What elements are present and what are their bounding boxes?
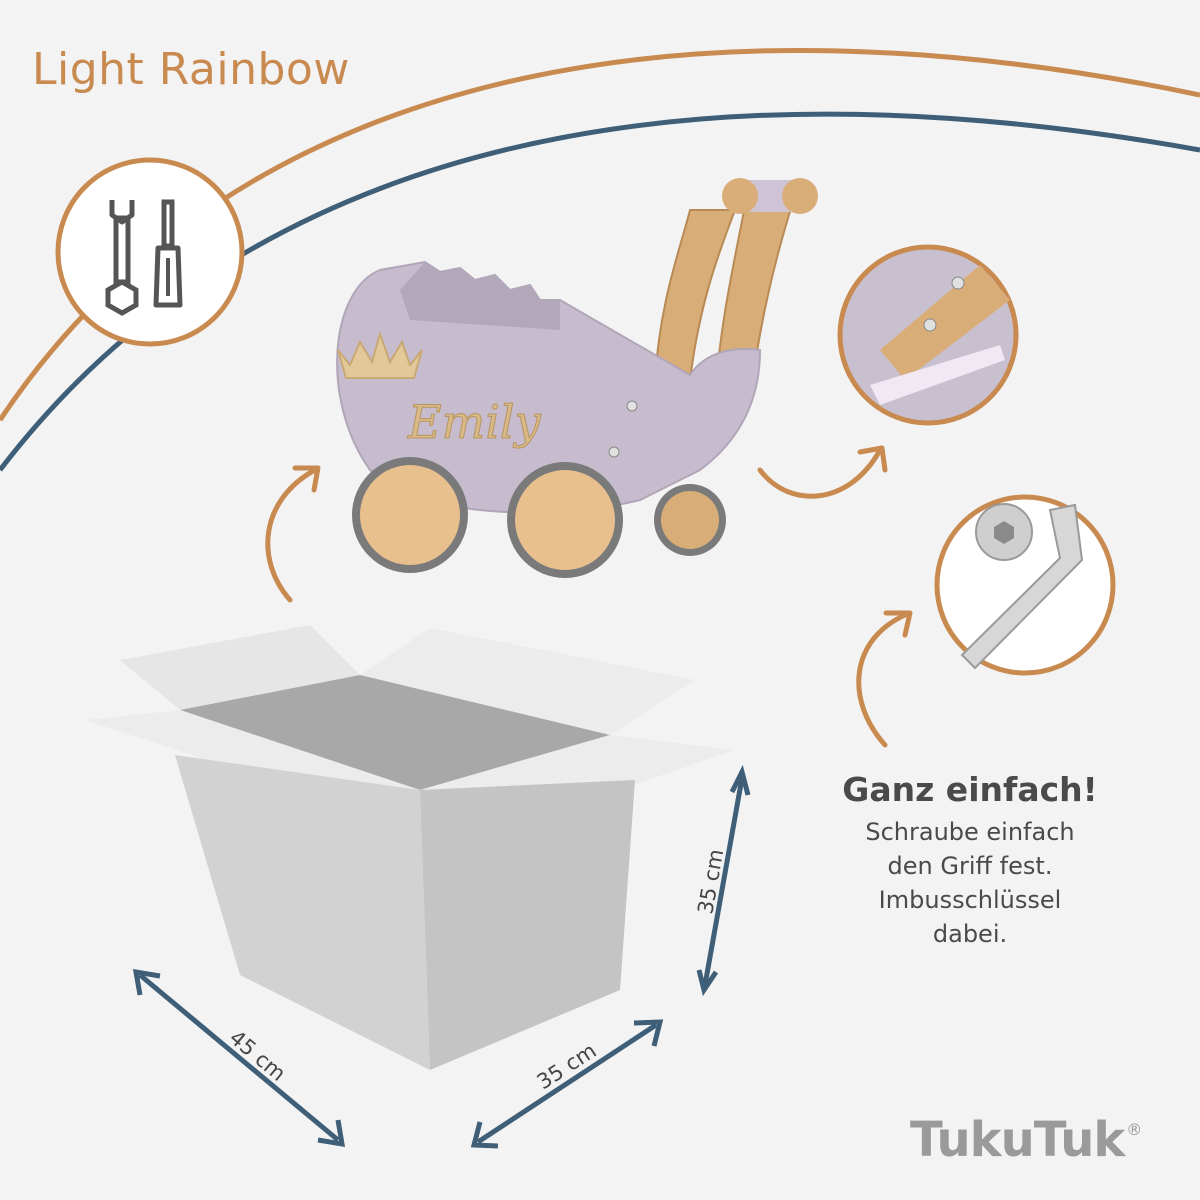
info-line: Imbusschlüssel (878, 886, 1062, 914)
info-line: den Griff fest. (887, 852, 1053, 880)
assembly-info: Ganz einfach! Schraube einfach den Griff… (800, 770, 1140, 951)
doll-stroller-image: Emily (336, 178, 818, 578)
height-dimension: 35 cm (693, 764, 751, 997)
stroller-name-plate: Emily (407, 395, 542, 449)
width-dimension: 35 cm (470, 1019, 664, 1149)
handle-screw-detail (837, 244, 1019, 426)
product-title: Light Rainbow (32, 44, 350, 95)
curved-arrow-right (757, 447, 883, 499)
info-line: Schraube einfach (865, 818, 1075, 846)
registered-mark: ® (1126, 1120, 1142, 1139)
info-line: dabei. (932, 920, 1008, 948)
brand-name: TukuTuk (910, 1112, 1125, 1168)
curved-arrow-key (856, 612, 908, 748)
wrench-screwdriver-icon (55, 157, 245, 347)
shipping-box-illustration (85, 625, 735, 1070)
brand-logo: TukuTuk® (910, 1112, 1142, 1168)
info-headline: Ganz einfach! (842, 770, 1098, 809)
curved-arrow-left (265, 467, 318, 603)
allen-key-icon (934, 494, 1116, 676)
